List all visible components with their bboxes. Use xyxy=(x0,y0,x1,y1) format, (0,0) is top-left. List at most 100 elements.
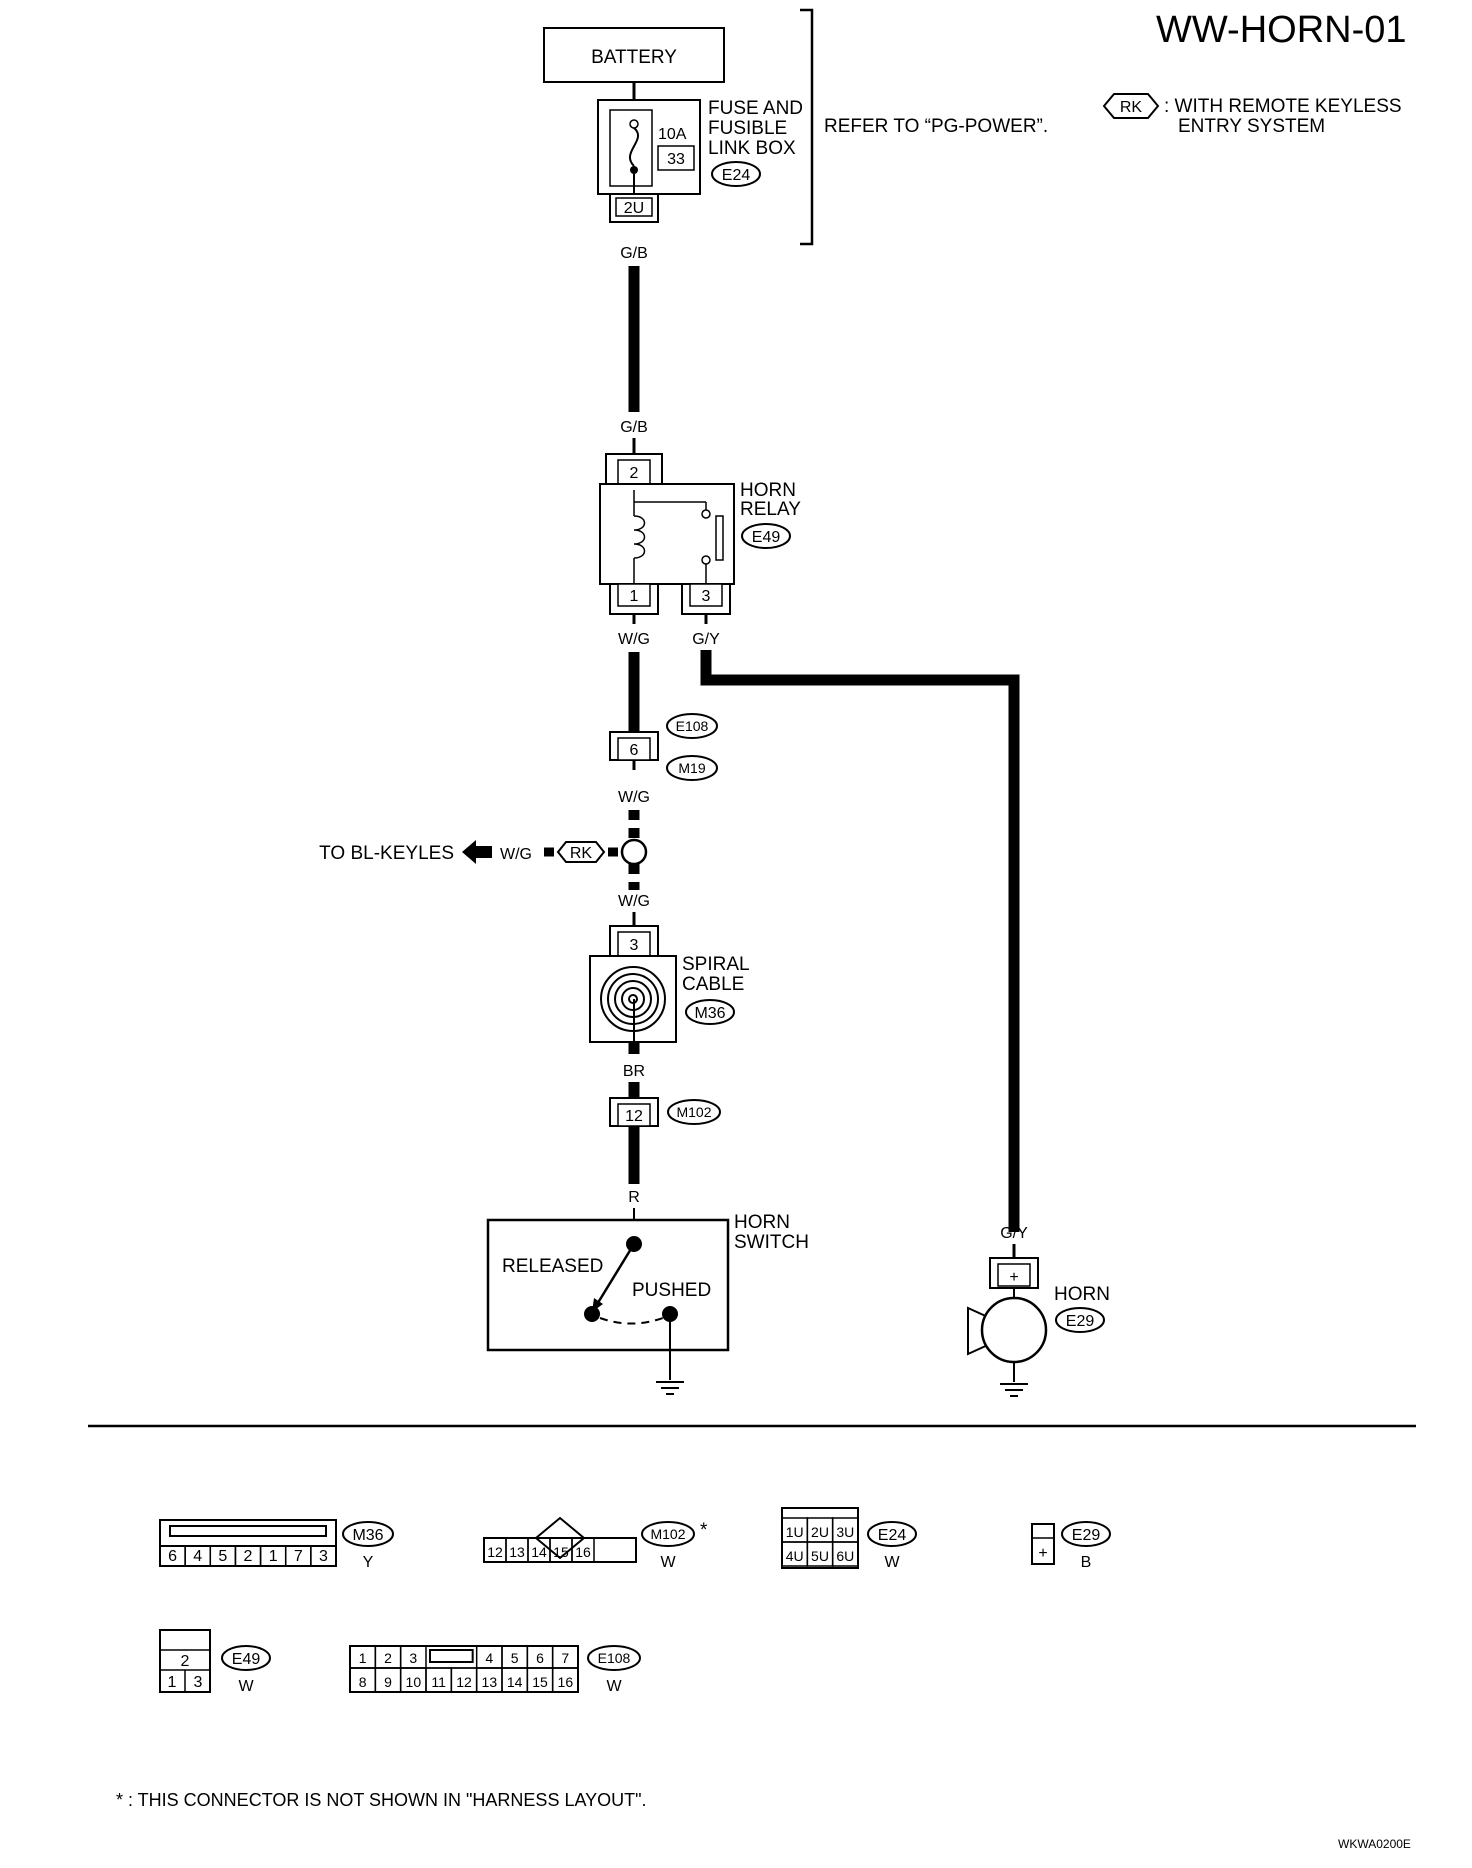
e24-connector-label: E24 xyxy=(722,167,751,184)
e108-view-pin-4: 4 xyxy=(485,1650,493,1666)
e49-view-color: W xyxy=(238,1678,254,1695)
e49-view-pin-1: 1 xyxy=(168,1674,177,1691)
m102-connector-oval xyxy=(667,1099,721,1125)
relay-contact-top xyxy=(701,509,711,519)
m36-view-label: M36 xyxy=(352,1527,383,1544)
wire-label-wg-spiral: W/G xyxy=(618,893,650,910)
fuse-box-name-2: FUSIBLE xyxy=(708,118,787,139)
m102-pin: 12 xyxy=(625,1108,643,1125)
spiral-cable: 3 xyxy=(589,925,677,1043)
rk-branch-symbol xyxy=(556,841,606,863)
e24-connector-oval xyxy=(711,161,761,187)
e24-view-pin-1U: 1U xyxy=(786,1524,804,1540)
relay-coil-icon xyxy=(633,515,646,559)
e108-view-pin-10: 10 xyxy=(406,1674,422,1690)
m36-view-pin-1: 1 xyxy=(269,1548,278,1565)
switch-released-label: RELEASED xyxy=(502,1256,603,1277)
m36-view-pin-6: 6 xyxy=(168,1548,177,1565)
spiral-cable-name-1: SPIRAL xyxy=(682,954,750,975)
e49-view-label: E49 xyxy=(232,1651,261,1668)
diagram-title: WW-HORN-01 xyxy=(1156,9,1407,51)
e108-key-slot xyxy=(429,1649,474,1663)
e49-view-pin-top: 2 xyxy=(181,1653,190,1670)
e49-connector-label: E49 xyxy=(752,529,781,546)
e108-view-oval xyxy=(587,1645,641,1671)
e29-view-color: B xyxy=(1081,1554,1092,1571)
splice-point xyxy=(620,838,648,866)
m36-view-pin-2: 2 xyxy=(244,1548,253,1565)
m102-view-color: W xyxy=(660,1554,676,1571)
horn-body-icon xyxy=(980,1296,1048,1364)
rk-branch-symbol-text: RK xyxy=(570,845,593,862)
battery: BATTERY xyxy=(543,27,725,83)
fuse-rating: 10A xyxy=(658,126,687,143)
e108-view-pin-16: 16 xyxy=(558,1674,574,1690)
fuse-terminal-bottom xyxy=(630,166,638,174)
e108-view-pin-8: 8 xyxy=(359,1674,367,1690)
e108-view-pin-2: 2 xyxy=(384,1650,392,1666)
e24-view-pin-6U: 6U xyxy=(836,1548,854,1564)
e108-view-pin-5: 5 xyxy=(511,1650,519,1666)
horn: + xyxy=(967,1257,1048,1382)
spiral-cable-pin: 3 xyxy=(630,937,639,954)
e108-view-pin-13: 13 xyxy=(482,1674,498,1690)
m36-connector-oval xyxy=(685,999,735,1025)
ground-icon-horn xyxy=(1000,1383,1028,1397)
e108-view-label: E108 xyxy=(598,1650,631,1666)
switch-pushed-label: PUSHED xyxy=(632,1280,711,1301)
m36-connector-label: M36 xyxy=(694,1005,725,1022)
fuse-terminal-top xyxy=(629,119,639,129)
relay-contact-bottom xyxy=(701,555,711,565)
fuse-box-name-1: FUSE AND xyxy=(708,98,803,119)
wire-label-br: BR xyxy=(623,1063,645,1080)
relay-pin-2: 2 xyxy=(630,465,639,482)
ground-icon-switch xyxy=(656,1381,684,1395)
e29-view-label: E29 xyxy=(1072,1527,1101,1544)
m36-view-color: Y xyxy=(363,1554,374,1571)
wire-label-gy-horn: G/Y xyxy=(1000,1225,1028,1242)
e108-view-pin-14: 14 xyxy=(507,1674,523,1690)
e108-connector-oval xyxy=(666,713,718,739)
e29-view-pin: + xyxy=(1038,1545,1047,1562)
horn-switch-name-2: SWITCH xyxy=(734,1232,809,1253)
e108-view-pin-6: 6 xyxy=(536,1650,544,1666)
m36-view-pin-3-cell xyxy=(310,1545,337,1567)
m19-connector-label: M19 xyxy=(678,760,705,776)
m102-view-pin-15: 15 xyxy=(553,1544,569,1560)
fuse-box: 10A 33 2U xyxy=(597,99,701,223)
e29-connector-label: E29 xyxy=(1066,1313,1095,1330)
horn-relay-name-2: RELAY xyxy=(740,499,801,520)
wire-label-wg-relay: W/G xyxy=(618,631,650,648)
connector-view-e49: 2 1 3 E49 W xyxy=(159,1629,271,1695)
refer-text: REFER TO “PG-POWER”. xyxy=(824,116,1048,137)
m102-connector-label: M102 xyxy=(676,1104,711,1120)
e108-view-pin-9: 9 xyxy=(384,1674,392,1690)
m36-view-pin-5: 5 xyxy=(218,1548,227,1565)
e108-view-pin-3: 3 xyxy=(409,1650,417,1666)
wire-label-wg-below: W/G xyxy=(618,789,650,806)
wire-label-wg-branch: W/G xyxy=(500,846,532,863)
fuse-terminal-2u: 2U xyxy=(624,200,644,217)
fuse-box-name-3: LINK BOX xyxy=(708,138,796,159)
m102-view-pin-16: 16 xyxy=(575,1544,591,1560)
inline-connector-e108-m19: 6 xyxy=(609,731,659,761)
horn-name: HORN xyxy=(1054,1284,1110,1305)
legend-line-2: ENTRY SYSTEM xyxy=(1178,116,1325,137)
m102-view-pin-16-cell xyxy=(571,1537,595,1563)
arrow-left-icon xyxy=(462,840,492,864)
horn-relay: 2 1 3 xyxy=(599,453,735,615)
e108-view-pin-12: 12 xyxy=(456,1674,472,1690)
e24-view-pin-3U: 3U xyxy=(836,1524,854,1540)
wire-label-gy-relay: G/Y xyxy=(692,631,720,648)
e49-view-oval xyxy=(221,1645,271,1671)
m102-inline-connector: 12 xyxy=(609,1097,659,1127)
fuse-number: 33 xyxy=(667,151,685,168)
relay-pin-3: 3 xyxy=(702,588,711,605)
horn-switch-name-1: HORN xyxy=(734,1212,790,1233)
switch-pushed-path xyxy=(599,1315,669,1325)
